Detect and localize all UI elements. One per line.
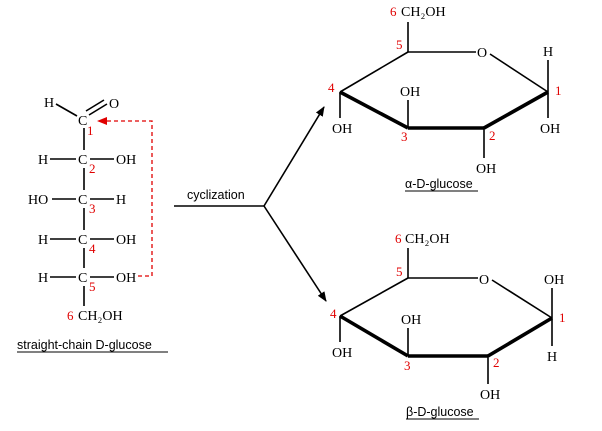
alpha-c4-number: 4: [328, 80, 335, 95]
c5-number: 5: [89, 279, 96, 294]
c1-h-label: H: [44, 96, 54, 111]
beta-c2-number: 2: [493, 355, 500, 370]
beta-c2-oh: OH: [480, 388, 500, 403]
c1-o-double-bond-a: [88, 103, 108, 116]
beta-c4-number: 4: [330, 306, 337, 321]
alpha-c5-number: 5: [396, 37, 403, 52]
c1-h-bond: [55, 103, 78, 117]
beta-d-glucose-structure: O 6 CH₂OH 5 OH H 1 OH 2 OH 3 OH 4 β-D-gl…: [330, 231, 566, 420]
c3-carbon-label: C: [78, 193, 87, 208]
beta-ring-oxygen: O: [479, 273, 489, 288]
cyclization-label: cyclization: [187, 188, 245, 202]
straight-chain-structure: H C O 1 H C OH 2 HO C H 3 H C OH 4 H: [17, 96, 168, 353]
beta-c1-h: H: [547, 350, 557, 365]
alpha-c1-number: 1: [555, 83, 562, 98]
beta-c3-number: 3: [404, 358, 411, 373]
beta-c3-oh: OH: [401, 313, 421, 328]
c3-number: 3: [89, 201, 96, 216]
c1-oxygen-label: O: [109, 97, 119, 112]
beta-caption: β-D-glucose: [406, 405, 474, 419]
c1-o-double-bond-b: [85, 99, 105, 112]
alpha-c4-oh: OH: [332, 122, 352, 137]
beta-c5-number: 5: [396, 264, 403, 279]
c5-oh-label: OH: [116, 271, 136, 286]
c5-carbon-label: C: [78, 271, 87, 286]
c2-carbon-label: C: [78, 153, 87, 168]
alpha-c1-h: H: [543, 45, 553, 60]
c4-oh-label: OH: [116, 233, 136, 248]
alpha-d-glucose-structure: O 6 CH₂OH 5 H OH 1 OH 2 OH 3 OH 4 α-D-gl…: [328, 4, 562, 192]
c3-ho-label: HO: [28, 193, 48, 208]
alpha-caption: α-D-glucose: [405, 177, 473, 191]
arrow-to-beta: [263, 205, 327, 302]
c6-ch2oh-label: CH₂OH: [78, 309, 123, 324]
alpha-bond-c1-c2: [483, 90, 549, 130]
beta-c4-oh: OH: [332, 346, 352, 361]
beta-bond-c1-c2: [487, 316, 553, 358]
c4-carbon-label: C: [78, 233, 87, 248]
alpha-ring-oxygen: O: [477, 46, 487, 61]
c6-number: 6: [67, 308, 74, 323]
beta-c1-oh: OH: [544, 273, 564, 288]
alpha-c6-ch2oh: CH₂OH: [401, 5, 446, 20]
beta-c1-number: 1: [559, 310, 566, 325]
c4-number: 4: [89, 241, 96, 256]
alpha-c6-number: 6: [390, 4, 397, 19]
c2-h-label: H: [38, 153, 48, 168]
beta-bond-c3-c4: [339, 314, 409, 358]
alpha-bond-c3-c4: [339, 90, 409, 130]
straight-chain-caption: straight-chain D-glucose: [17, 338, 152, 352]
alpha-c1-oh: OH: [540, 122, 560, 137]
arrow-to-alpha: [263, 106, 325, 207]
c1-carbon-label: C: [78, 114, 87, 129]
alpha-bond-c4-c5: [339, 51, 409, 93]
c5-h-label: H: [38, 271, 48, 286]
reaction-arrows: cyclization: [174, 106, 327, 302]
alpha-bond-o-c1: [489, 53, 549, 93]
c1-number: 1: [87, 123, 94, 138]
c2-number: 2: [89, 161, 96, 176]
beta-bond-c4-c5: [339, 277, 409, 317]
alpha-c3-oh: OH: [400, 85, 420, 100]
beta-bond-o-c1: [491, 279, 553, 319]
beta-c6-ch2oh: CH₂OH: [405, 232, 450, 247]
alpha-c2-oh: OH: [476, 162, 496, 177]
alpha-c2-number: 2: [489, 128, 496, 143]
c3-h-label: H: [116, 193, 126, 208]
alpha-c3-number: 3: [401, 129, 408, 144]
c2-oh-label: OH: [116, 153, 136, 168]
c4-h-label: H: [38, 233, 48, 248]
cyclization-dashed-arrow: [97, 117, 153, 277]
beta-c6-number: 6: [395, 231, 402, 246]
